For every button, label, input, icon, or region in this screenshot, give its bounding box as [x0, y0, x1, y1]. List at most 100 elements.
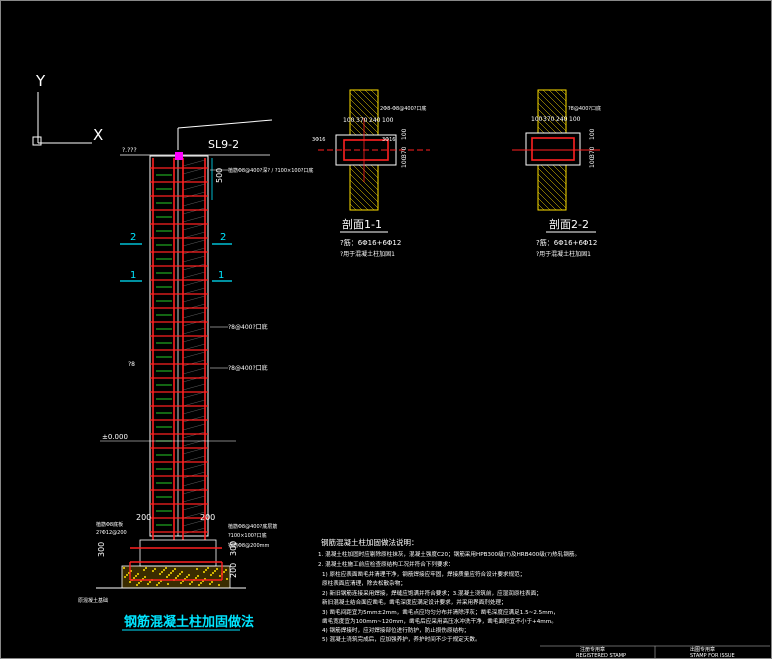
section2-vdim-100b: 100 — [589, 156, 596, 168]
section-hatch-line — [370, 164, 379, 173]
stamp-left-en: REGISTERED STAMP — [576, 653, 626, 659]
section-hatch-line — [537, 191, 557, 211]
gravel-dot — [207, 567, 209, 569]
section-hatch-line — [540, 164, 567, 191]
section-hatch-line — [542, 89, 567, 114]
gravel-dot — [158, 582, 160, 584]
stamp-right-en: STAMP FOR ISSUE — [690, 653, 735, 659]
hatch-line — [182, 191, 206, 199]
notes-line-4: 原柱表面应清理，除去松散杂物； — [322, 579, 406, 587]
top-level-label: ?.??? — [122, 147, 137, 154]
note-left: ?8 — [128, 361, 135, 368]
gravel-dot — [156, 584, 158, 586]
gravel-dot — [147, 583, 149, 585]
note-base-left1: 植筋Φ8底板 — [96, 521, 123, 528]
notes-line-1: 1. 混凝土柱加固时应剔除原柱抹灰，混凝土强度C20；钢筋采用HPB300级(?… — [318, 550, 580, 558]
gravel-dot — [161, 571, 163, 573]
gravel-dot — [198, 584, 200, 586]
hatch-line — [182, 423, 206, 431]
section-hatch-line — [370, 89, 379, 98]
hatch-line — [182, 279, 206, 287]
column-outline — [149, 155, 209, 537]
gravel-dot — [196, 568, 198, 570]
gravel-dot — [154, 568, 156, 570]
section-hatch-line — [349, 98, 379, 128]
section2-dim-100a: 100 — [531, 116, 543, 123]
section-hatch-line — [358, 164, 379, 185]
section-hatch-line — [546, 164, 567, 185]
gravel-dot — [226, 578, 228, 580]
gravel-dot — [200, 582, 202, 584]
section2-vdim-370: 370 — [589, 146, 596, 158]
section2-dim-370: 370 — [543, 116, 555, 123]
gravel-dot — [170, 572, 172, 574]
dim-200-right: 200 — [200, 513, 215, 522]
hatch-line — [182, 231, 206, 239]
hatch-line — [182, 183, 206, 191]
hatch-line — [182, 311, 206, 319]
hatch-line — [182, 335, 206, 343]
gravel-dot — [197, 575, 199, 577]
gravel-dot — [212, 572, 214, 574]
gravel-dot — [144, 576, 146, 578]
gravel-dot — [143, 569, 145, 571]
section2-dim-240: 240 — [556, 116, 568, 123]
section2-leader-top: ?8@400?口底 — [568, 105, 601, 112]
beam-tag: SL9-2 — [208, 138, 239, 151]
section-hatch-line — [537, 96, 567, 126]
gravel-dot — [138, 582, 140, 584]
gravel-dot — [145, 567, 147, 569]
section1-rebar-cage — [343, 139, 389, 161]
gravel-dot — [175, 577, 177, 579]
section-hatch-line — [537, 179, 567, 209]
section-hatch-line — [349, 173, 379, 203]
section1-vdim-100a: 100 — [401, 128, 408, 140]
hatch-line — [182, 303, 206, 311]
hatch-line — [182, 487, 206, 495]
gravel-dot — [225, 569, 227, 571]
gravel-dot — [214, 570, 216, 572]
notes-line-2: 2. 混凝土柱施工前应检查原结构工况并符合下列要求： — [318, 560, 454, 568]
gravel-dot — [211, 581, 213, 583]
gravel-dot — [123, 567, 125, 569]
ucs-icon — [32, 92, 92, 146]
link-ticks — [156, 174, 172, 526]
stamp-area: 注册专用章 REGISTERED STAMP 出图专用章 STAMP FOR I… — [540, 645, 770, 659]
note-mid1: ?8@400?口底 — [228, 323, 268, 331]
note-foundation: 原混凝土基础 — [78, 597, 108, 604]
section-hatch-line — [558, 164, 567, 173]
gravel-dot — [209, 583, 211, 585]
section2-rebar-cage — [531, 137, 575, 161]
gravel-dot — [174, 568, 176, 570]
hatch-line — [182, 295, 206, 303]
hatch-line — [182, 175, 206, 183]
gravel-dot — [168, 574, 170, 576]
gravel-dot — [216, 568, 218, 570]
dim-200-base: 200 — [229, 563, 238, 578]
section-hatch-line — [349, 116, 369, 136]
zero-level: ±0.000 — [102, 433, 128, 441]
column-elevation: SL9-2 ?.??? 500 植筋Φ8@400?深? / ?100×100?口… — [78, 119, 313, 631]
hatch-line — [182, 527, 206, 535]
gravel-dot — [172, 570, 174, 572]
section-hatch-line — [349, 197, 363, 211]
section1-title: 剖面1-1 — [342, 217, 382, 231]
section-hatch-line — [537, 90, 567, 120]
gravel-dot — [186, 576, 188, 578]
section-hatch-line — [349, 128, 357, 136]
section-hatch-line — [364, 164, 379, 179]
notes-line-8: 凿毛宽度宜为100mm~120mm，凿毛后应采用高压水冲洗干净，凿毛面积宜不小于… — [322, 617, 557, 625]
gravel-dot — [181, 571, 183, 573]
hatch-line — [182, 223, 206, 231]
section-hatch-line — [537, 185, 563, 211]
hatch-line — [182, 511, 206, 519]
gravel-dot — [133, 577, 135, 579]
stamp-left: 注册专用章 — [580, 646, 605, 653]
hatch-line — [182, 351, 206, 359]
section-hatch-line — [349, 179, 379, 209]
section-hatch-line — [349, 185, 375, 211]
base-collar — [139, 539, 217, 567]
notes-line-9: 4) 钢筋焊接时，应对焊接部位进行防护，防止损伤原结构； — [322, 626, 469, 634]
